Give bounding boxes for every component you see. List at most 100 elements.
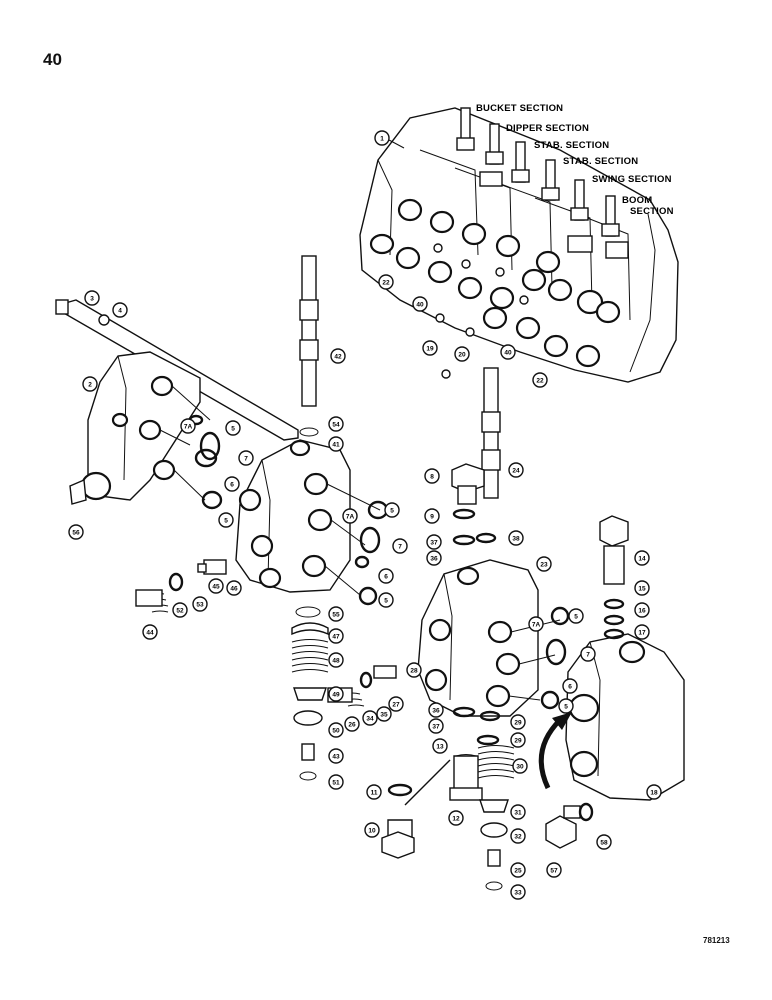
callout-6a: 6 <box>224 476 240 492</box>
figure-code: 781213 <box>703 936 730 945</box>
callout-29b: 29 <box>510 732 526 748</box>
callout-13: 13 <box>432 738 448 754</box>
svg-text:29: 29 <box>514 720 522 727</box>
callout-55: 55 <box>328 606 344 622</box>
svg-text:46: 46 <box>230 586 238 593</box>
callout-6b: 6 <box>378 568 394 584</box>
callout-49: 49 <box>328 686 344 702</box>
callout-36a: 36 <box>426 550 442 566</box>
callout-5f: 5 <box>558 698 574 714</box>
callout-29a: 29 <box>510 714 526 730</box>
callout-5d: 5 <box>378 592 394 608</box>
callout-41: 41 <box>328 436 344 452</box>
inlet-section-18 <box>565 515 685 801</box>
callout-30: 30 <box>512 758 528 774</box>
svg-text:35: 35 <box>380 712 388 719</box>
svg-text:31: 31 <box>514 810 522 817</box>
callout-15: 15 <box>634 580 650 596</box>
callout-56: 56 <box>68 524 84 540</box>
callout-23: 23 <box>536 556 552 572</box>
svg-text:51: 51 <box>332 780 340 787</box>
callout-28: 28 <box>406 662 422 678</box>
svg-text:27: 27 <box>392 702 400 709</box>
callout-37b: 37 <box>428 718 444 734</box>
valve-ports <box>369 198 621 368</box>
callout-6c: 6 <box>562 678 578 694</box>
svg-text:50: 50 <box>332 728 340 735</box>
svg-text:5: 5 <box>384 598 388 605</box>
callout-5e: 5 <box>568 608 584 624</box>
svg-text:5: 5 <box>574 614 578 621</box>
svg-text:26: 26 <box>348 722 356 729</box>
boom-section-label-line2: SECTION <box>630 206 674 217</box>
spool-stems <box>456 107 620 237</box>
svg-text:17: 17 <box>638 630 646 637</box>
svg-text:48: 48 <box>332 658 340 665</box>
callout-46: 46 <box>226 580 242 596</box>
callout-20: 20 <box>454 346 470 362</box>
svg-text:37: 37 <box>430 540 438 547</box>
callout-22b: 22 <box>532 372 548 388</box>
svg-text:47: 47 <box>332 634 340 641</box>
small-parts <box>135 414 625 891</box>
svg-text:56: 56 <box>72 530 80 537</box>
svg-text:52: 52 <box>176 608 184 615</box>
callout-37a: 37 <box>426 534 442 550</box>
callout-17: 17 <box>634 624 650 640</box>
stab-section-label-2: STAB. SECTION <box>563 156 638 167</box>
callout-22a: 22 <box>378 274 394 290</box>
svg-text:19: 19 <box>426 346 434 353</box>
assembled-control-valve: BUCKET SECTION DIPPER SECTION STAB. SECT… <box>359 103 679 383</box>
svg-text:6: 6 <box>230 482 234 489</box>
callout-14: 14 <box>634 550 650 566</box>
svg-text:40: 40 <box>416 302 424 309</box>
callout-35: 35 <box>376 706 392 722</box>
callout-34: 34 <box>362 710 378 726</box>
svg-text:20: 20 <box>458 352 466 359</box>
callout-40b: 40 <box>500 344 516 360</box>
svg-text:7: 7 <box>398 544 402 551</box>
svg-text:7: 7 <box>586 652 590 659</box>
callout-27: 27 <box>388 696 404 712</box>
svg-text:8: 8 <box>430 474 434 481</box>
callouts: 1 2 3 4 5 5 5 5 5 5 6 6 6 7 7 7 7A 7A 7A… <box>68 130 662 900</box>
callout-16: 16 <box>634 602 650 618</box>
svg-text:28: 28 <box>410 668 418 675</box>
svg-text:43: 43 <box>332 754 340 761</box>
svg-text:49: 49 <box>332 692 340 699</box>
callout-1: 1 <box>374 130 405 149</box>
callout-5b: 5 <box>218 512 234 528</box>
svg-text:3: 3 <box>90 296 94 303</box>
svg-text:38: 38 <box>512 536 520 543</box>
svg-text:55: 55 <box>332 612 340 619</box>
callout-45: 45 <box>208 578 224 594</box>
svg-text:44: 44 <box>146 630 154 637</box>
callout-5a: 5 <box>225 420 241 436</box>
svg-text:37: 37 <box>432 724 440 731</box>
svg-text:24: 24 <box>512 468 520 475</box>
svg-text:10: 10 <box>368 828 376 835</box>
svg-text:14: 14 <box>638 556 646 563</box>
stab-section-label-1: STAB. SECTION <box>534 140 609 151</box>
page-number: 40 <box>43 50 62 69</box>
svg-text:6: 6 <box>384 574 388 581</box>
direction-arrows <box>404 712 572 806</box>
callout-54: 54 <box>328 416 344 432</box>
callout-12: 12 <box>448 810 464 826</box>
svg-text:41: 41 <box>332 442 340 449</box>
callout-48: 48 <box>328 652 344 668</box>
svg-text:5: 5 <box>390 508 394 515</box>
svg-text:25: 25 <box>514 868 522 875</box>
svg-text:53: 53 <box>196 602 204 609</box>
callout-24: 24 <box>508 462 524 478</box>
callout-7a: 7 <box>238 450 254 466</box>
valve-section-41 <box>235 255 381 596</box>
callout-33: 33 <box>510 884 526 900</box>
callout-7b: 7 <box>392 538 408 554</box>
callout-11: 11 <box>366 784 382 800</box>
svg-text:7A: 7A <box>184 424 193 431</box>
callout-32: 32 <box>510 828 526 844</box>
callout-26: 26 <box>344 716 360 732</box>
svg-text:58: 58 <box>600 840 608 847</box>
